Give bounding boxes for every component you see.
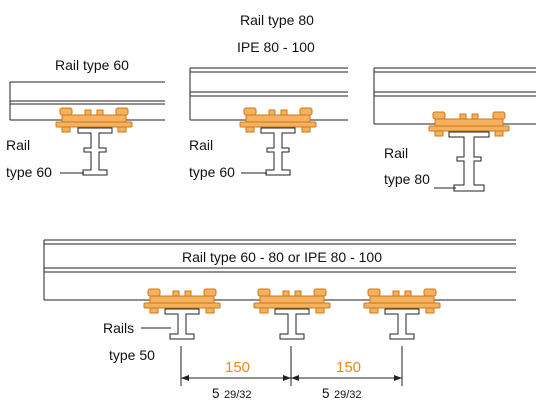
dimension-inch-whole-1: 5 bbox=[212, 386, 220, 401]
label-left-side-rail: Rail bbox=[6, 137, 30, 153]
lower-rail-profile-right bbox=[448, 131, 490, 192]
label-middle-side-type: type 60 bbox=[189, 164, 235, 180]
rail-beam-top-left bbox=[9, 81, 165, 121]
clamp-top-middle bbox=[239, 107, 317, 133]
lower-rail-profile-left bbox=[77, 127, 113, 176]
dimension-mm-1: 150 bbox=[225, 359, 250, 376]
label-right-side-rail: Rail bbox=[384, 145, 408, 161]
dimension-arrowheads bbox=[181, 375, 402, 381]
clamp-top-right bbox=[428, 111, 510, 137]
label-top-middle-rail-line1: Rail type 80 bbox=[240, 12, 314, 28]
lower-rail-profile-bottom-3 bbox=[384, 308, 420, 340]
label-middle-side-rail: Rail bbox=[189, 137, 213, 153]
dimension-inch-frac-1: 29/32 bbox=[224, 389, 252, 401]
rail-beam-top-right bbox=[373, 67, 536, 125]
dimension-inch-whole-2: 5 bbox=[322, 386, 330, 401]
dimension-mm-2: 150 bbox=[336, 359, 361, 376]
label-bottom-rail: Rail type 60 - 80 or IPE 80 - 100 bbox=[182, 249, 382, 265]
dimension-inch-frac-2: 29/32 bbox=[334, 389, 362, 401]
dimension-lines bbox=[180, 346, 403, 386]
clamp-bottom-1 bbox=[143, 288, 221, 314]
lower-rail-profile-middle bbox=[260, 127, 296, 176]
clamp-bottom-2 bbox=[253, 288, 331, 314]
label-bottom-rails-type: type 50 bbox=[109, 347, 155, 363]
label-bottom-rails: Rails bbox=[103, 320, 134, 336]
rail-beam-top-middle bbox=[189, 67, 348, 121]
label-top-middle-rail-line2: IPE 80 - 100 bbox=[237, 39, 315, 55]
lower-rail-profile-bottom-1 bbox=[164, 308, 200, 340]
lower-rail-profile-bottom-2 bbox=[274, 308, 310, 340]
label-left-side-type: type 60 bbox=[6, 164, 52, 180]
label-top-left-rail: Rail type 60 bbox=[55, 57, 129, 73]
clamp-bottom-3 bbox=[363, 288, 441, 314]
label-right-side-type: type 80 bbox=[384, 171, 430, 187]
clamp-top-left bbox=[55, 107, 133, 133]
